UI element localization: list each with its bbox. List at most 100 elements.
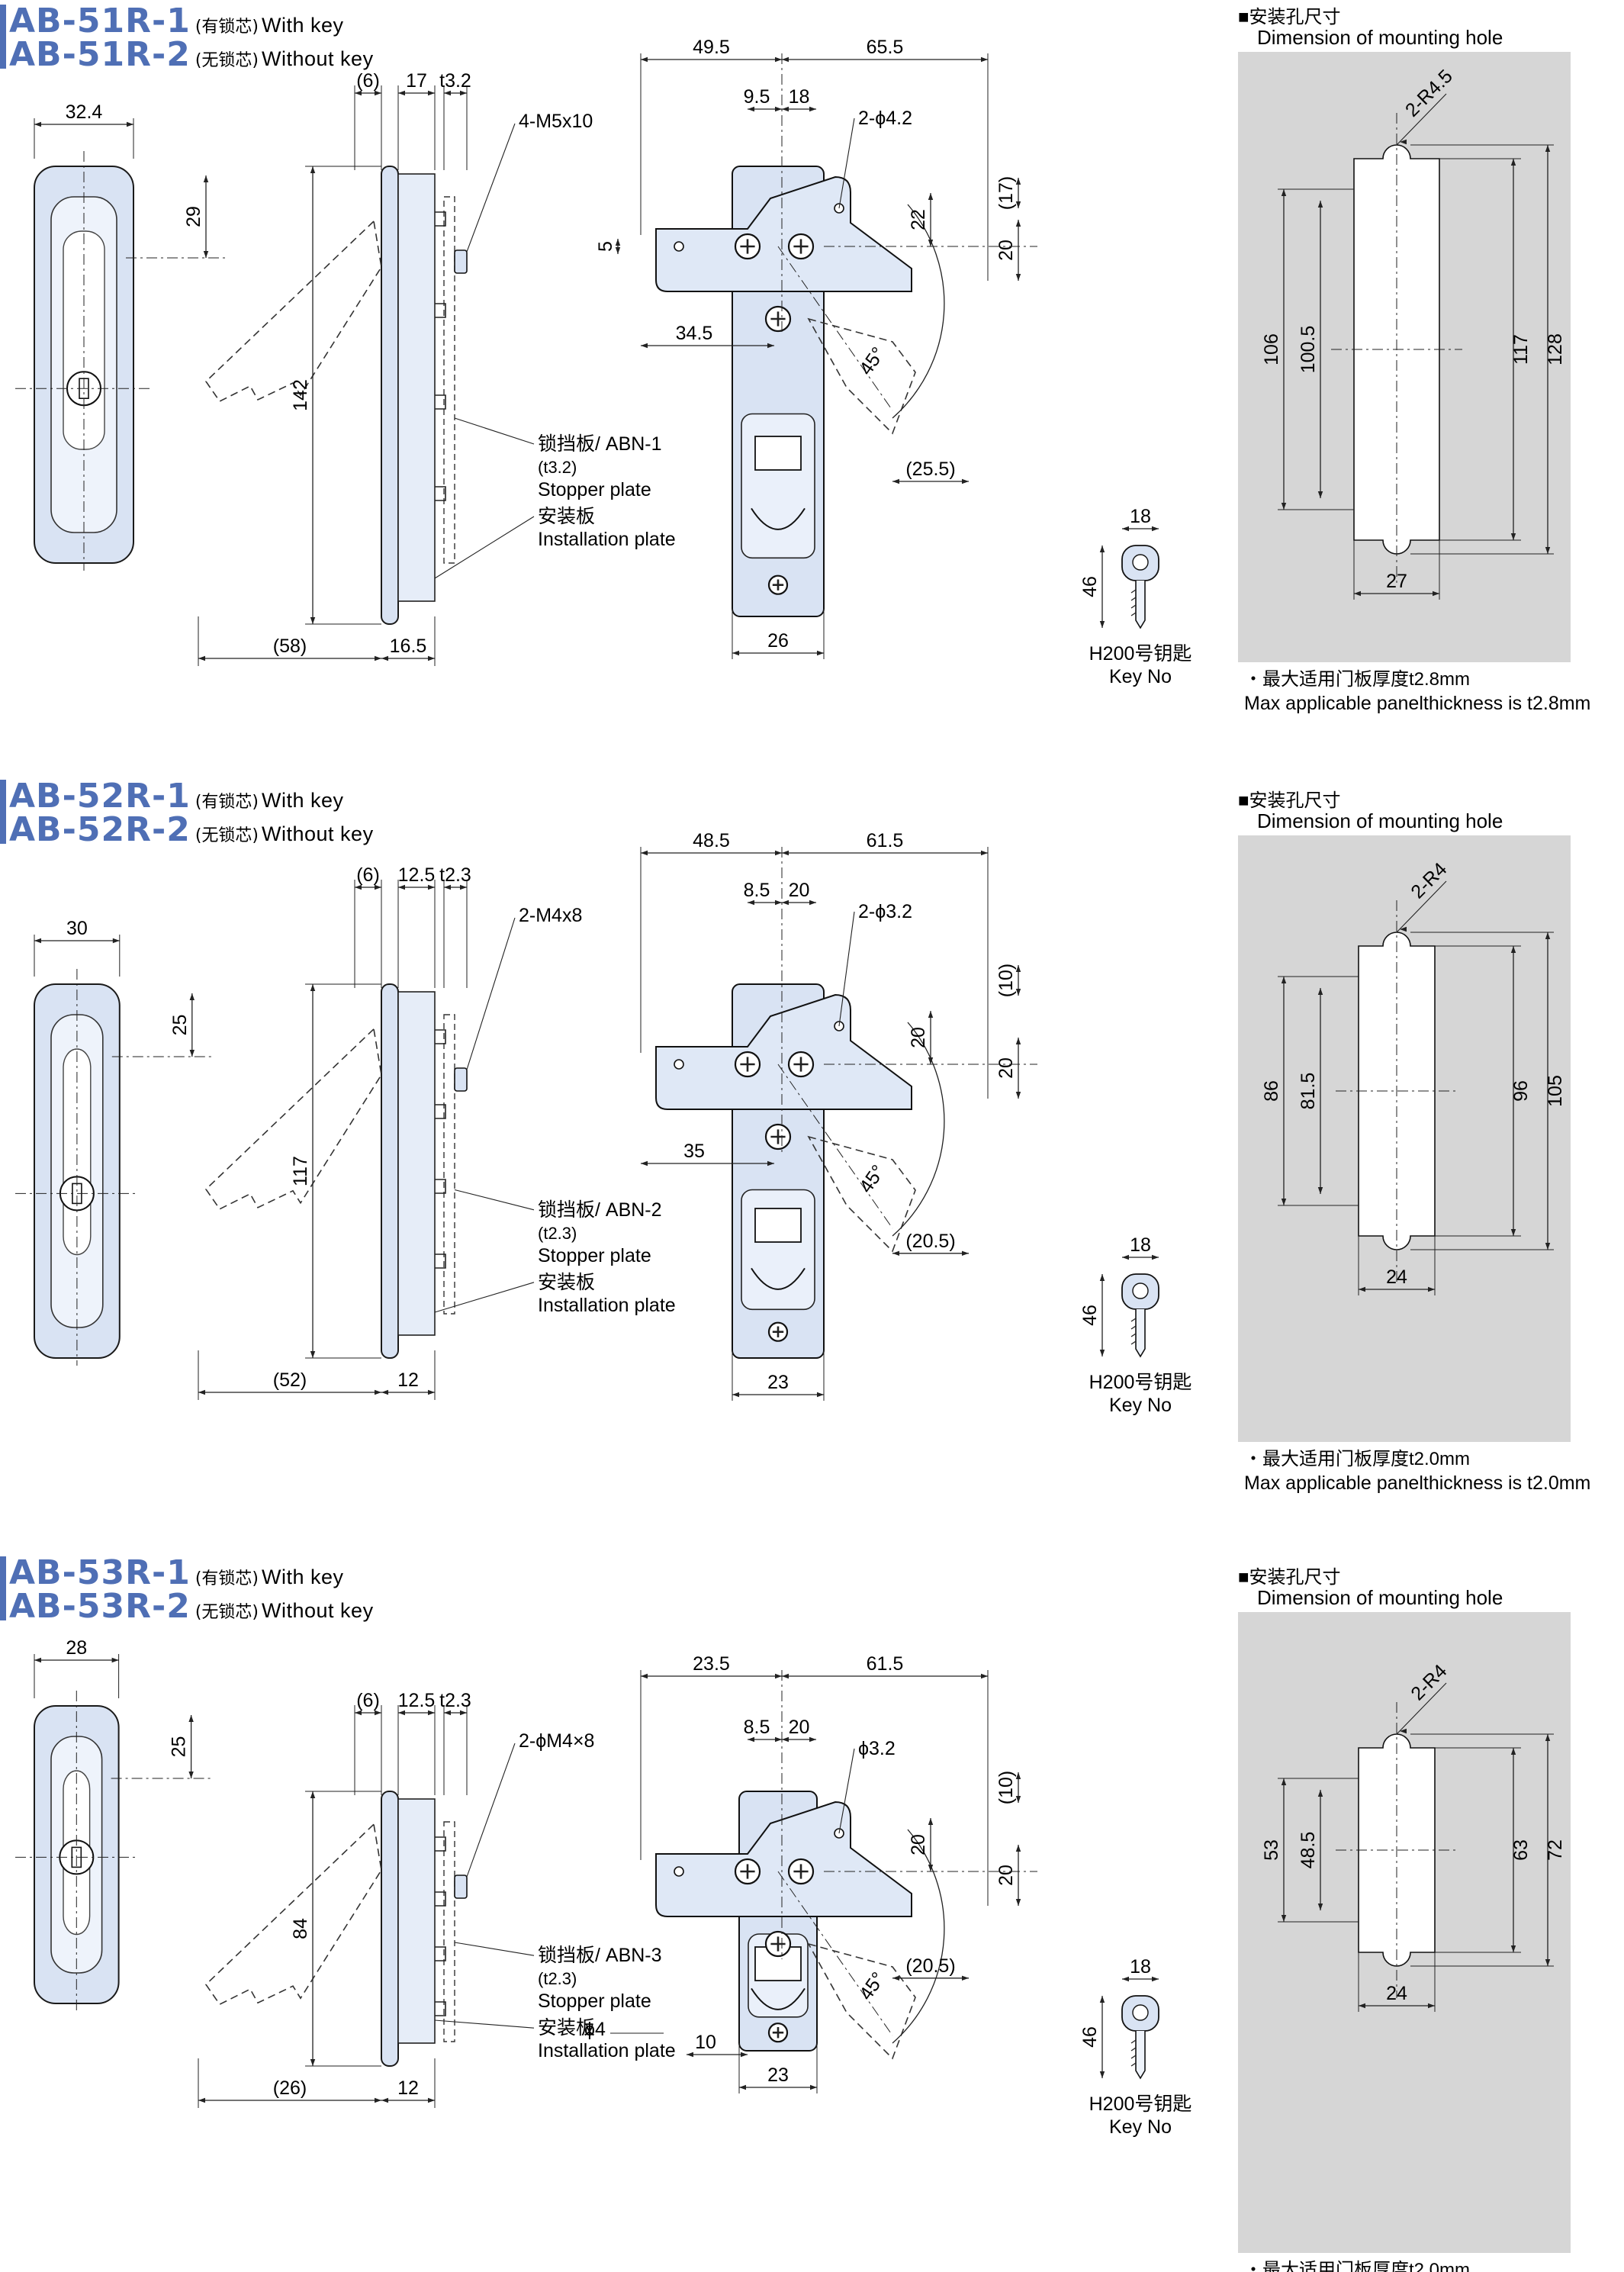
dimension-arrow [892, 478, 899, 484]
dimension-label: (52) [273, 1369, 307, 1391]
dimension-arrow [198, 1389, 205, 1395]
center-line [777, 1064, 893, 1229]
dimension-arrow [782, 56, 789, 63]
dimension-arrow [375, 1389, 381, 1395]
dimension-arrow [1545, 547, 1551, 554]
dimension-arrow [1510, 946, 1516, 953]
cam-plate [655, 993, 912, 1110]
dimension-label: 20 [908, 1834, 929, 1855]
dimension-label: 72 [1545, 1839, 1566, 1861]
dimension-label: 61.5 [867, 830, 904, 851]
dimension-label: 18 [1130, 1234, 1151, 1256]
dimension-label: t2.3 [439, 864, 471, 886]
leader-line [454, 1189, 535, 1211]
dimension-arrow [981, 56, 988, 63]
dimension-arrow [641, 56, 648, 63]
dimension-arrow [817, 650, 824, 656]
dimension-arrow [398, 90, 405, 96]
dimension-arrow [375, 655, 381, 661]
dimension-label: (58) [273, 636, 307, 657]
key-label-en: Key No [1109, 666, 1172, 687]
dimension-arrow [782, 850, 789, 856]
dimension-label: 34.5 [676, 323, 713, 344]
key-cut [1130, 589, 1137, 594]
dimension-arrow [641, 1160, 648, 1167]
dimension-arrow [775, 106, 782, 112]
dimension-arrow [1354, 591, 1361, 597]
dimension-arrow [444, 90, 451, 96]
dimension-arrow [1400, 926, 1407, 932]
dimension-arrow [198, 655, 205, 661]
dimension-arrow [1510, 159, 1516, 166]
leader-line [466, 123, 516, 253]
angle-label: 45° [855, 343, 889, 379]
dimension-arrow [809, 106, 816, 112]
dimension-arrow [782, 899, 789, 906]
dimension-arrow [1510, 1229, 1516, 1236]
mounting-hole-icon [674, 241, 684, 252]
dimension-arrow [1152, 1976, 1159, 1982]
stopper-plate-callout: 锁挡板/ ABN-2 [538, 1199, 662, 1221]
dimension-arrow [355, 1710, 362, 1716]
stopper-plate-callout: 锁挡板/ ABN-1 [538, 433, 662, 455]
latch-handle-end [741, 1189, 815, 1311]
dimension-label: 105 [1545, 1075, 1566, 1107]
dimension-arrow [428, 655, 435, 661]
leader-line [838, 911, 855, 1027]
thickness-note-cn: ・最大适用门板厚度t2.0mm [1244, 2260, 1470, 2272]
cam-tooth [435, 1253, 446, 1269]
dimension-label: (6) [356, 864, 380, 886]
dimension-label: 100.5 [1298, 326, 1319, 374]
dimension-arrow [460, 90, 467, 96]
dimension-arrow [1122, 1976, 1129, 1982]
center-line [777, 246, 893, 411]
dimension-arrow [1545, 1734, 1551, 1741]
model-number: AB-53R-2 [9, 1587, 191, 1626]
dimension-arrow [928, 1011, 934, 1018]
model-note-cn: (无锁芯) [195, 1603, 259, 1622]
mounting-header-cn: ■安装孔尺寸 [1238, 790, 1341, 811]
key-label-en: Key No [1109, 2116, 1172, 2138]
model-number: AB-51R-1 [9, 2, 191, 40]
dimension-arrow [375, 90, 381, 96]
dimension-arrow [1015, 274, 1021, 281]
key-cut [1130, 612, 1137, 616]
leader-line [838, 1748, 855, 1834]
center-line [777, 1871, 893, 2036]
rotated-cam-outline [807, 1942, 916, 2060]
dimension-arrow [203, 251, 209, 258]
model-note-cn: (有锁芯) [195, 1569, 259, 1588]
dimension-label: (10) [995, 1771, 1017, 1804]
dimension-arrow [687, 2052, 693, 2058]
dimension-arrow [1015, 178, 1021, 185]
dimension-arrow [1545, 145, 1551, 152]
dimension-label: 20 [995, 1057, 1017, 1079]
mounting-hole-icon [674, 1866, 684, 1877]
dimension-label: 23.5 [693, 1653, 730, 1675]
dimension-label: 86 [1261, 1080, 1282, 1102]
angle-label: 45° [855, 1161, 889, 1197]
dimension-label: (20.5) [905, 1231, 955, 1252]
installation-plate [397, 1798, 436, 2044]
installation-plate [397, 991, 436, 1336]
dimension-label: 63 [1510, 1839, 1532, 1861]
thickness-note-en: Max applicable panelthickness is t2.0mm [1244, 1472, 1590, 1494]
cam-tooth [435, 2001, 446, 2016]
open-handle-outline [204, 1823, 382, 2006]
leader-line [1396, 1682, 1447, 1735]
rotation-arc [892, 204, 945, 419]
dimension-label: 49.5 [693, 37, 730, 58]
dimension-arrow [1428, 1286, 1435, 1292]
model-note-en: Without key [262, 1599, 374, 1622]
key-icon [1132, 1282, 1149, 1299]
cam-tooth [435, 1029, 446, 1044]
dimension-label: 65.5 [867, 37, 904, 58]
dimension-arrow [1317, 1904, 1323, 1910]
dimension-arrow [1099, 1274, 1105, 1281]
latch-hook [751, 1267, 806, 1290]
thickness-note-cn: ・最大适用门板厚度t2.0mm [1244, 1449, 1470, 1469]
stopper-plate-callout: Stopper plate [538, 479, 651, 500]
dimension-label: 96 [1510, 1080, 1532, 1102]
